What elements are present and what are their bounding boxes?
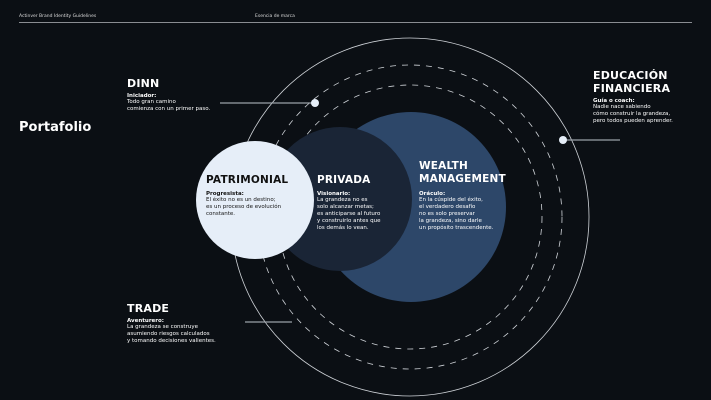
educacion-role: Guía o coach:: [593, 98, 635, 104]
header-section: Esencia de marca: [255, 14, 295, 19]
educacion-desc: Nadie nace sabiendo cómo construir la gr…: [593, 104, 673, 124]
trade-role: Aventurero:: [127, 318, 164, 324]
privada-block: PRIVADA Visionario: La grandeza no es so…: [317, 174, 380, 232]
patrimonial-desc: El éxito no es un destino; es un proceso…: [206, 197, 282, 217]
educacion-block: EDUCACIÓN FINANCIERA Guía o coach: Nadie…: [593, 69, 673, 125]
trade-block: TRADE Aventurero: La grandeza se constru…: [127, 302, 216, 345]
trade-desc: La grandeza se construye asumiendo riesg…: [127, 324, 216, 344]
header-brand: Actinver Brand Identity Guidelines: [19, 14, 97, 19]
patrimonial-role: Progresista:: [206, 191, 244, 197]
privada-role: Visionario:: [317, 191, 351, 197]
dinn-desc: Todo gran camino comienza con un primer …: [127, 99, 211, 112]
privada-circle: [268, 127, 412, 271]
patrimonial-circle: [196, 141, 314, 259]
dinn-dot: [311, 99, 319, 107]
header-divider: [19, 22, 692, 23]
dashed-orbit-outer: [257, 64, 563, 370]
educacion-dot: [559, 136, 567, 144]
privada-title: PRIVADA: [317, 174, 371, 186]
patrimonial-title: PATRIMONIAL: [206, 174, 289, 186]
patrimonial-block: PATRIMONIAL Progresista: El éxito no es …: [206, 174, 288, 218]
educacion-title: EDUCACIÓN FINANCIERA: [593, 69, 671, 95]
dinn-block: DINN Iniciador: Todo gran camino comienz…: [127, 77, 210, 113]
wealth-title: WEALTH MANAGEMENT: [419, 160, 506, 185]
dinn-title: DINN: [127, 77, 160, 90]
trade-title: TRADE: [127, 302, 170, 315]
privada-desc: La grandeza no es solo alcanzar metas; e…: [317, 197, 381, 231]
dinn-role: Iniciador:: [127, 93, 157, 99]
wealth-desc: En la cúspide del éxito, el verdadero de…: [419, 197, 494, 231]
wealth-block: WEALTH MANAGEMENT Oráculo: En la cúspide…: [419, 160, 506, 232]
wealth-role: Oráculo:: [419, 191, 446, 197]
dashed-orbit-inner: [277, 84, 543, 350]
page-title: Portafolio: [19, 120, 92, 135]
